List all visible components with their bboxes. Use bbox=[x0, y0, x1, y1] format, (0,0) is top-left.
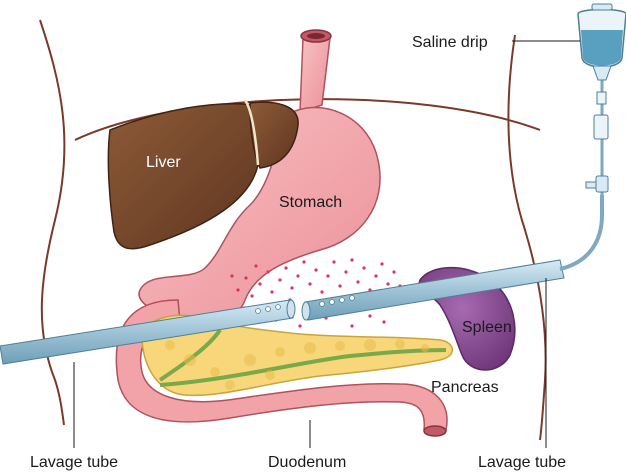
label-lavage-tube-right: Lavage tube bbox=[478, 454, 566, 471]
label-pancreas: Pancreas bbox=[431, 379, 499, 396]
label-lavage-tube-left: Lavage tube bbox=[30, 454, 118, 471]
label-liver: Liver bbox=[146, 154, 181, 171]
duodenum-opening bbox=[424, 426, 446, 436]
label-stomach: Stomach bbox=[279, 194, 342, 211]
saline-drip bbox=[578, 4, 626, 195]
label-duodenum: Duodenum bbox=[268, 454, 346, 471]
label-saline-drip: Saline drip bbox=[412, 34, 488, 51]
label-spleen: Spleen bbox=[462, 319, 512, 336]
